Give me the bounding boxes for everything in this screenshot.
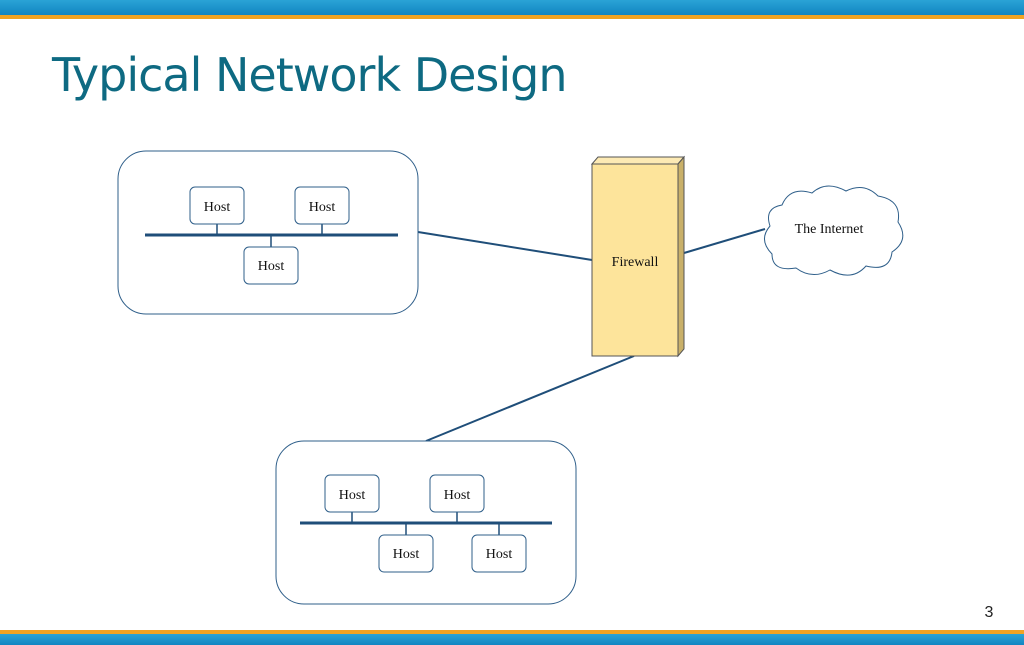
host-node: Host xyxy=(378,534,434,573)
host-node: Host xyxy=(294,186,350,225)
page-number: 3 xyxy=(984,604,994,621)
firewall-node: Firewall xyxy=(590,155,686,358)
link-firewall-to-internet xyxy=(683,228,766,254)
link-firewall-to-segment-b xyxy=(425,355,635,442)
link-segment-a-to-firewall xyxy=(417,231,593,261)
host-node: Host xyxy=(243,246,299,285)
network-segment-b: Host Host Host Host xyxy=(275,440,577,605)
internet-label: The Internet xyxy=(795,222,864,237)
slide-title: Typical Network Design xyxy=(52,48,568,102)
host-node: Host xyxy=(429,474,485,513)
host-node: Host xyxy=(324,474,380,513)
host-label: Host xyxy=(486,547,513,562)
host-label: Host xyxy=(309,200,336,215)
top-accent-stripe xyxy=(0,15,1024,19)
host-label: Host xyxy=(258,259,285,274)
top-banner xyxy=(0,0,1024,15)
host-label: Host xyxy=(339,488,366,503)
segment-a-boundary xyxy=(117,150,419,315)
network-segment-a: Host Host Host xyxy=(117,150,419,315)
host-node: Host xyxy=(189,186,245,225)
bottom-accent-stripe xyxy=(0,630,1024,634)
firewall-label: Firewall xyxy=(612,255,659,270)
internet-cloud: The Internet xyxy=(764,185,904,276)
host-label: Host xyxy=(444,488,471,503)
host-label: Host xyxy=(204,200,231,215)
host-label: Host xyxy=(393,547,420,562)
host-node: Host xyxy=(471,534,527,573)
bottom-banner xyxy=(0,634,1024,645)
